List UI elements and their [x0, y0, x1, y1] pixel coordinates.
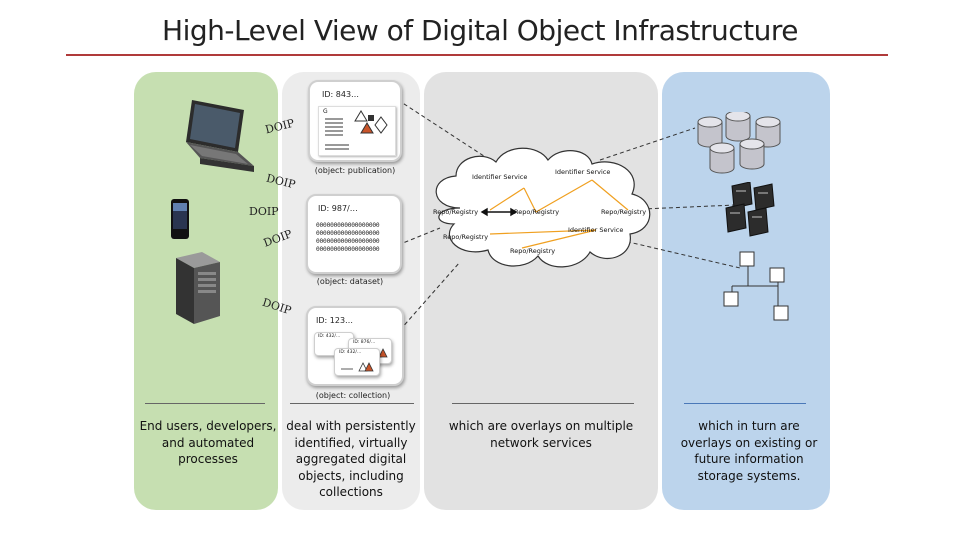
storage-caption-rule [684, 403, 806, 404]
repo-registry-label-1: Repo/Registry [433, 208, 479, 216]
objects-caption: deal with persistently identified, virtu… [286, 419, 416, 499]
dataset-type-label: (object: dataset) [316, 277, 384, 286]
collection-link-line [399, 261, 461, 331]
services-caption: which are overlays on multiple network s… [448, 419, 634, 450]
repo-registry-label-3: Repo/Registry [601, 208, 647, 216]
server-tower-icon [176, 252, 220, 324]
repo-registry-label-4: Repo/Registry [443, 233, 489, 241]
server-rack-icon [725, 182, 775, 237]
network-services-panel [424, 72, 658, 510]
repo-registry-label-5: Repo/Registry [510, 247, 556, 255]
laptop-icon [186, 100, 254, 172]
collection-object-card: ID: 123… ID: 432/… ID: 876/… ID: 432/… [306, 306, 404, 386]
dataset-id: ID: 987/… [318, 204, 358, 213]
collection-member-card: ID: 432/… [334, 348, 380, 376]
services-caption-rule [452, 403, 634, 404]
publication-figure-icon [325, 110, 388, 150]
title-divider [66, 54, 888, 56]
dataset-bits-row: 000000000000000000 [316, 230, 380, 237]
publication-link-line [397, 99, 491, 161]
database-icon [697, 116, 723, 148]
dataset-bits-row: 000000000000000000 [316, 222, 380, 229]
objects-caption-rule [290, 403, 414, 404]
doip-label-phone: DOIP [249, 205, 279, 218]
smartphone-icon [171, 199, 189, 239]
cloud-storage-line-2 [619, 204, 736, 211]
dataset-link-line [397, 227, 441, 246]
collection-member-id: ID: 432/… [339, 350, 362, 355]
database-stack-icon [697, 112, 781, 174]
publication-page-thumbnail: G [318, 106, 396, 156]
collection-member-id: ID: 876/… [353, 340, 376, 345]
database-icon [725, 112, 751, 142]
dataset-object-card: ID: 987/… 000000000000000000 00000000000… [306, 194, 402, 274]
identifier-service-label-1: Identifier Service [472, 173, 528, 181]
dataset-bits-block: 000000000000000000 000000000000000000 00… [316, 222, 380, 254]
publication-id: ID: 843… [322, 90, 360, 99]
collection-member-id: ID: 432/… [318, 334, 341, 339]
storage-caption: which in turn are overlays on existing o… [680, 419, 818, 483]
tree-diagram-icon [723, 251, 789, 321]
publication-page-letter: G [323, 108, 328, 115]
users-caption-rule [145, 403, 265, 404]
collection-id: ID: 123… [316, 316, 354, 325]
collection-member-figure-icon [341, 362, 374, 372]
collection-type-label: (object: collection) [315, 391, 391, 400]
repo-registry-label-2: Repo/Registry [514, 208, 560, 216]
identifier-service-label-3: Identifier Service [568, 226, 624, 234]
cloud-storage-line-1 [599, 127, 696, 161]
dataset-bits-row: 000000000000000000 [316, 238, 380, 245]
dataset-bits-row: 000000000000000000 [316, 246, 380, 253]
database-icon [709, 142, 735, 174]
identifier-service-label-2: Identifier Service [555, 168, 611, 176]
publication-object-card: ID: 843… G [308, 80, 402, 162]
cloud-icon [435, 147, 651, 268]
users-caption: End users, developers, and automated pro… [139, 419, 277, 466]
database-icon [739, 138, 765, 170]
publication-type-label: (object: publication) [314, 166, 396, 175]
slide-title: High-Level View of Digital Object Infras… [162, 14, 798, 47]
